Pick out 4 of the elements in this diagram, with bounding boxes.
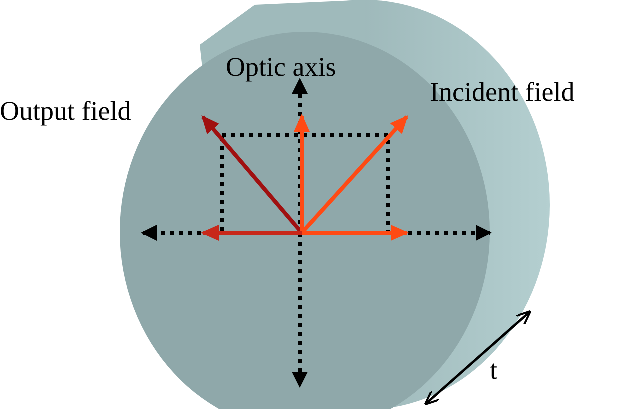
field-label: Incident field [430,77,575,107]
field-label: Output field [0,96,132,126]
dimension-label: t [490,355,498,385]
axis-label: Optic axis [226,52,336,82]
